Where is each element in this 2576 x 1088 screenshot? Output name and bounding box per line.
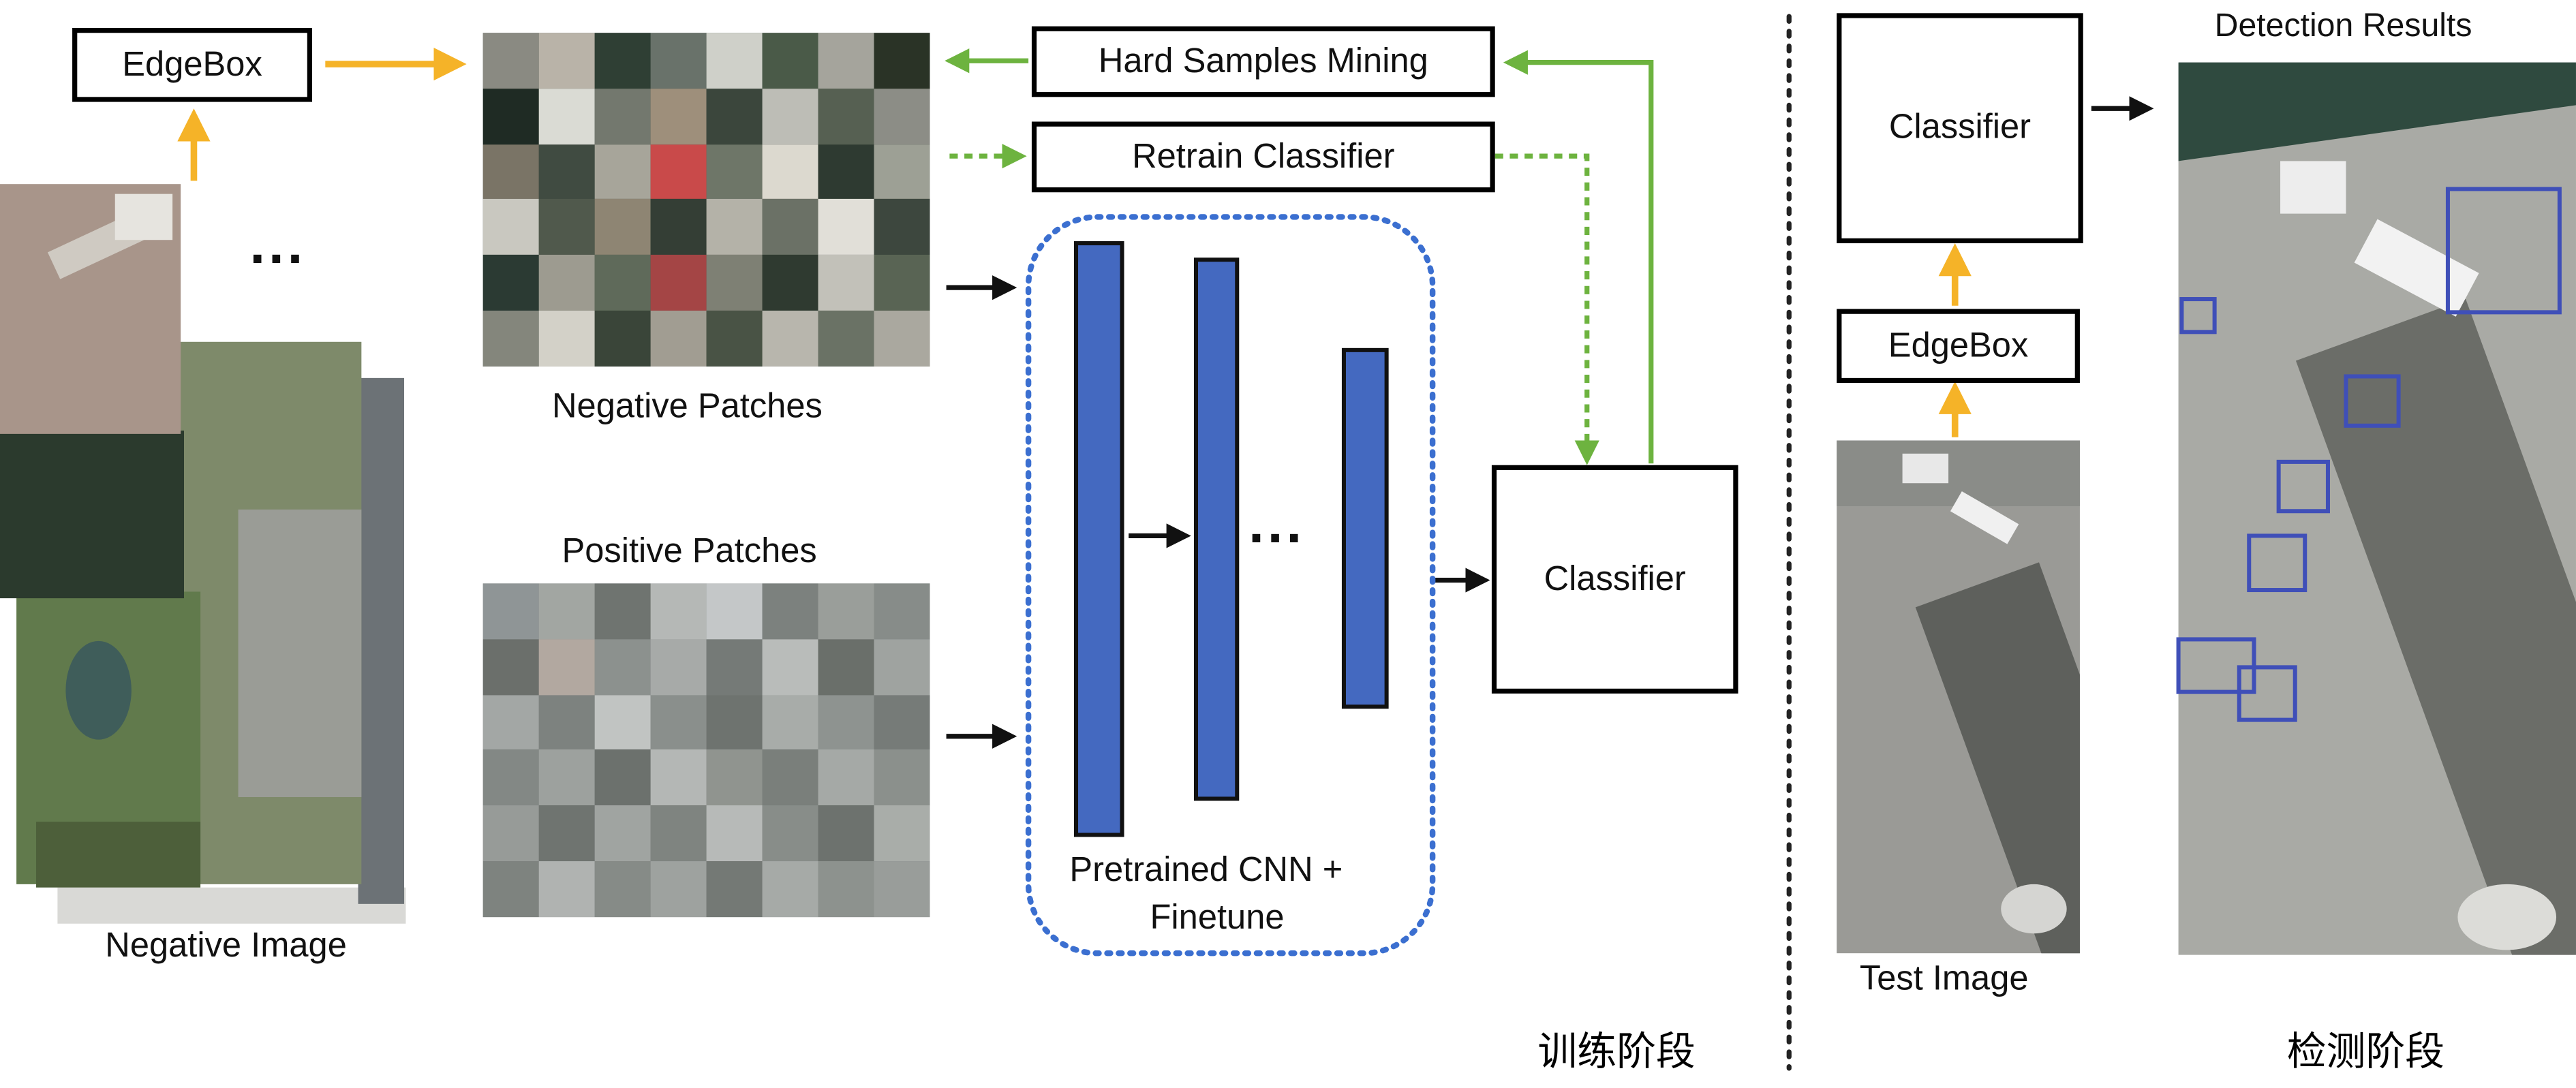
cnn-dotted-container <box>1025 214 1436 957</box>
ellipsis-top: ... <box>249 213 307 277</box>
detection-box <box>2179 297 2217 335</box>
training-classifier-box: Classifier <box>1491 465 1738 694</box>
test-image <box>1837 440 2080 954</box>
detection-classifier-label: Classifier <box>1888 108 2031 146</box>
cnn-layer-bar-3 <box>1341 347 1389 709</box>
positive-patches-image <box>482 583 930 918</box>
classifier-feedback-line <box>1503 50 1654 464</box>
cnn-caption-line1: Pretrained CNN + <box>1069 851 1343 890</box>
hard-samples-label: Hard Samples Mining <box>1098 42 1428 80</box>
negative-patches-label: Negative Patches <box>551 388 823 426</box>
retrain-label: Retrain Classifier <box>1132 137 1395 175</box>
detection-boxes <box>2176 187 2562 722</box>
edgebox-label: EdgeBox <box>122 45 262 83</box>
detection-box <box>2237 665 2297 722</box>
cnn-ellipsis: ... <box>1248 493 1305 556</box>
detection-box <box>2445 187 2562 315</box>
detection-results-image <box>2178 62 2576 955</box>
negative-patches-image <box>482 33 930 367</box>
detection-box <box>2247 533 2307 593</box>
detection-stage-label: 检测阶段 <box>2286 1029 2445 1075</box>
retrain-to-classifier-dotted <box>1494 153 1599 465</box>
detection-edgebox-box: EdgeBox <box>1837 309 2080 384</box>
training-classifier-label: Classifier <box>1544 559 1686 597</box>
test-image-label: Test Image <box>1859 959 2029 998</box>
detection-edgebox-label: EdgeBox <box>1888 326 2029 364</box>
positive-patches-label: Positive Patches <box>562 532 817 571</box>
cnn-layer-bar-1 <box>1073 241 1124 837</box>
cnn-layer-bar-2 <box>1193 258 1240 801</box>
edgebox-box: EdgeBox <box>72 28 313 102</box>
detection-classifier-box: Classifier <box>1837 13 2083 244</box>
negative-image-label: Negative Image <box>105 927 347 965</box>
detection-box <box>2344 374 2401 428</box>
detection-box <box>2276 459 2330 514</box>
cnn-caption-line2: Finetune <box>1150 899 1285 937</box>
retrain-box: Retrain Classifier <box>1031 121 1495 193</box>
hard-samples-box: Hard Samples Mining <box>1031 26 1495 97</box>
training-stage-label: 训练阶段 <box>1537 1029 1696 1075</box>
detection-results-title: Detection Results <box>2214 8 2472 45</box>
